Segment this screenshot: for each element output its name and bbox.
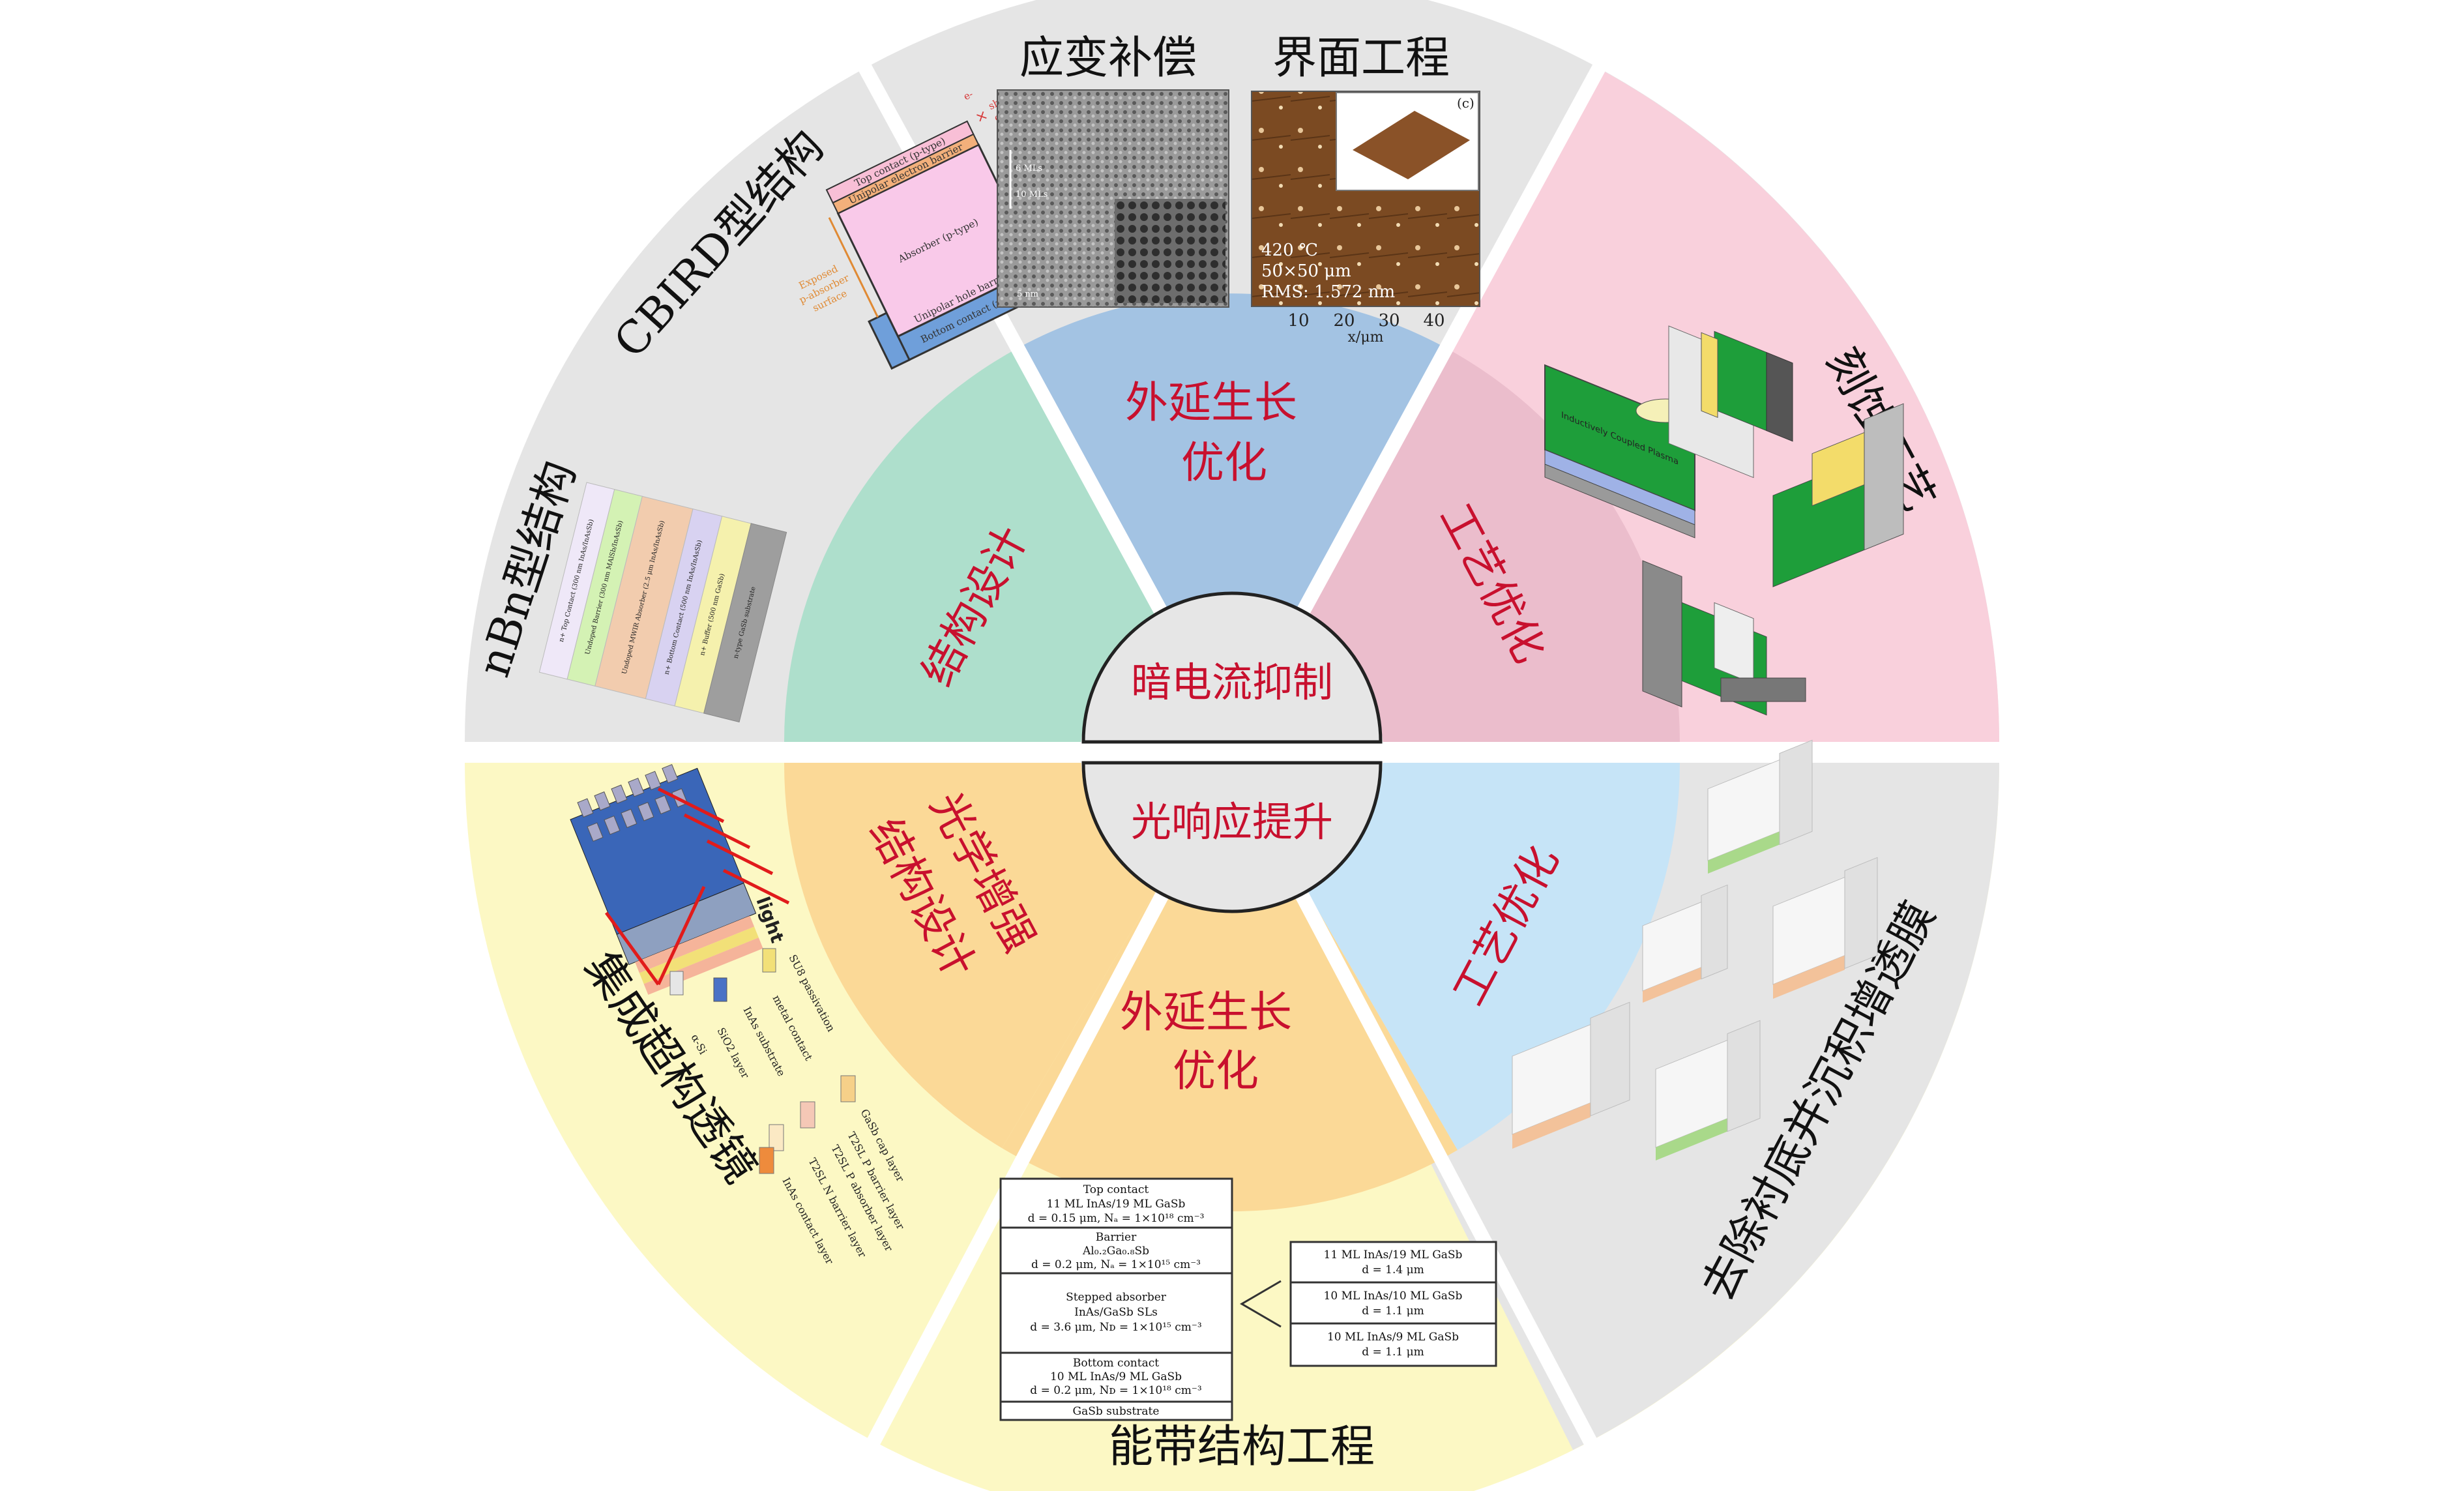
substrate-removal-figure: [1512, 739, 1878, 1160]
afm-tick-3: 40: [1423, 311, 1445, 331]
band-box-3-line-1: 10 ML InAs/9 ML GaSb: [1050, 1370, 1182, 1383]
band-right-0-line-1: d = 1.4 μm: [1362, 1263, 1424, 1277]
outer-bandgap-label: 能带结构工程: [1109, 1421, 1375, 1473]
band-box-2-line-0: Stepped absorber: [1066, 1291, 1167, 1304]
outer-interface-label: 界面工程: [1272, 33, 1450, 84]
afm-image: (c) 420 ℃ 50×50 μm RMS: 1.572 nm 10 20 3…: [1251, 91, 1480, 346]
inner-epitaxy-bottom-line2: 优化: [1173, 1046, 1259, 1096]
center-top-label: 暗电流抑制: [1131, 658, 1333, 706]
nbn-figure: n+ Top Contact (300 nm InAs/InAsSb) Undo…: [538, 482, 787, 723]
etching-figure: Inductively Coupled Plasma: [1544, 325, 1904, 716]
band-substrate: GaSb substrate: [1073, 1405, 1160, 1418]
band-box-3-line-2: d = 0.2 μm, Nᴅ = 1×10¹⁸ cm⁻³: [1030, 1384, 1201, 1397]
afm-tick-1: 20: [1333, 311, 1355, 331]
tem-image: 6 MLs 10 MLs 5 nm: [997, 89, 1229, 308]
band-box-1-line-0: Barrier: [1096, 1231, 1137, 1244]
afm-temp: 420 ℃: [1261, 241, 1318, 260]
band-right-2-line-0: 10 ML InAs/9 ML GaSb: [1327, 1331, 1459, 1344]
afm-panel-label: (c): [1457, 95, 1474, 111]
band-right-1-line-1: d = 1.1 μm: [1362, 1305, 1424, 1318]
center-circle: 暗电流抑制 光响应提升: [1081, 591, 1383, 913]
inner-epitaxy-top-line1: 外延生长: [1125, 377, 1297, 428]
band-box-0-line-1: 11 ML InAs/19 ML GaSb: [1047, 1198, 1186, 1211]
inner-epitaxy-bottom-sector: [1002, 763, 1458, 1212]
afm-axis-label: x/μm: [1348, 329, 1384, 346]
band-right-0-line-0: 11 ML InAs/19 ML GaSb: [1324, 1248, 1463, 1262]
tem-label-1: 6 MLs: [1016, 164, 1042, 173]
inner-epitaxy-top-line2: 优化: [1181, 437, 1267, 488]
afm-area: 50×50 μm: [1261, 261, 1351, 281]
afm-tick-2: 30: [1378, 311, 1400, 331]
tem-scale: 5 nm: [1017, 289, 1038, 299]
band-box-1-line-2: d = 0.2 μm, Nₐ = 1×10¹⁵ cm⁻³: [1031, 1258, 1201, 1271]
afm-rms: RMS: 1.572 nm: [1261, 282, 1395, 302]
band-box-0-line-2: d = 0.15 μm, Nₐ = 1×10¹⁸ cm⁻³: [1028, 1212, 1205, 1225]
afm-tick-0: 10: [1287, 311, 1309, 331]
band-box-1-line-1: Al₀.₂Ga₀.₈Sb: [1082, 1245, 1149, 1258]
nbn-layer-5: [703, 523, 787, 723]
inner-epitaxy-top-sector: [1019, 293, 1445, 742]
band-box-2-line-2: d = 3.6 μm, Nᴅ = 1×10¹⁵ cm⁻³: [1030, 1321, 1201, 1334]
band-right-2-line-1: d = 1.1 μm: [1362, 1346, 1424, 1359]
band-figure: Top contact 11 ML InAs/19 ML GaSb d = 0.…: [999, 1177, 1497, 1421]
band-box-2-line-1: InAs/GaSb SLs: [1074, 1306, 1158, 1319]
inner-epitaxy-bottom-line1: 外延生长: [1120, 987, 1292, 1037]
center-bottom-label: 光响应提升: [1131, 798, 1333, 846]
band-box-0-line-0: Top contact: [1083, 1183, 1149, 1196]
outer-strain-label: 应变补偿: [1019, 33, 1197, 84]
tem-label-2: 10 MLs: [1016, 190, 1048, 199]
band-right-1-line-0: 10 ML InAs/10 ML GaSb: [1324, 1290, 1463, 1303]
band-box-3-line-0: Bottom contact: [1073, 1357, 1159, 1370]
